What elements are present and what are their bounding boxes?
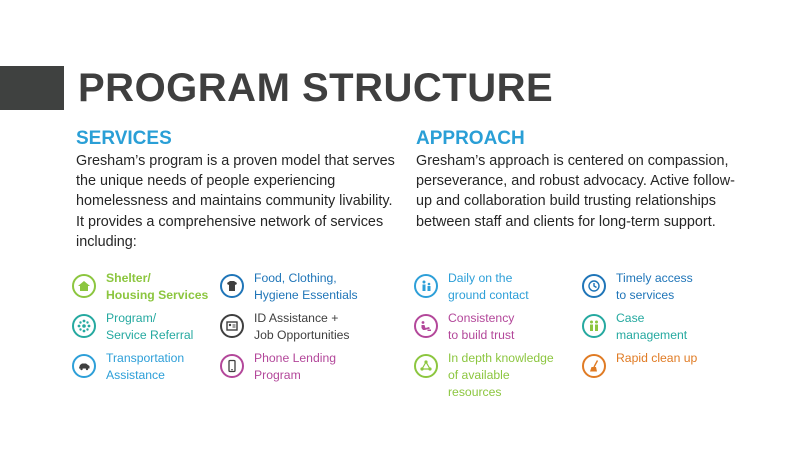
service-item-food-clothing: Food, Clothing, Hygiene Essentials (220, 270, 358, 304)
service-item-shelter: Shelter/ Housing Services (72, 270, 208, 304)
approach-item-daily-contact: Daily on the ground contact (414, 270, 529, 304)
outreach-icon (414, 274, 438, 298)
page-title: PROGRAM STRUCTURE (78, 66, 554, 110)
approach-label: In depth knowledge of available resource… (448, 351, 554, 399)
handshake-icon (414, 314, 438, 338)
service-label: ID Assistance + Job Opportunities (254, 311, 350, 342)
phone-icon (220, 354, 244, 378)
service-item-transportation: Transportation Assistance (72, 350, 184, 384)
services-heading: SERVICES (76, 128, 172, 149)
clock-icon (582, 274, 606, 298)
approach-item-consistency: Consistency to build trust (414, 310, 514, 344)
approach-heading: APPROACH (416, 128, 525, 149)
connections-icon (414, 354, 438, 378)
approach-item-case-management: Case management (582, 310, 687, 344)
services-description: Gresham’s program is a proven model that… (76, 153, 395, 250)
service-item-phone-lending: Phone Lending Program (220, 350, 336, 384)
service-label: Phone Lending Program (254, 351, 337, 382)
shirt-icon (220, 274, 244, 298)
service-label: Food, Clothing, Hygiene Essentials (254, 271, 358, 302)
approach-description: Gresham’s approach is centered on compas… (416, 153, 735, 230)
service-label: Transportation Assistance (106, 351, 185, 382)
approach-label: Daily on the ground contact (448, 271, 529, 302)
house-icon (72, 274, 96, 298)
approach-label: Consistency to build trust (448, 311, 515, 342)
service-item-id-job: ID Assistance + Job Opportunities (220, 310, 350, 344)
broom-icon (582, 354, 606, 378)
service-label: Shelter/ Housing Services (106, 271, 209, 302)
service-label: Program/ Service Referral (106, 311, 194, 342)
people-icon (582, 314, 606, 338)
approach-item-clean-up: Rapid clean up (582, 350, 697, 378)
car-icon (72, 354, 96, 378)
approach-label: Rapid clean up (616, 351, 698, 365)
network-icon (72, 314, 96, 338)
title-accent-bar (0, 66, 64, 110)
approach-label: Timely access to services (616, 271, 693, 302)
id-card-icon (220, 314, 244, 338)
approach-item-timely-access: Timely access to services (582, 270, 693, 304)
service-item-referral: Program/ Service Referral (72, 310, 193, 344)
approach-label: Case management (616, 311, 688, 342)
approach-item-knowledge: In depth knowledge of available resource… (414, 350, 554, 401)
